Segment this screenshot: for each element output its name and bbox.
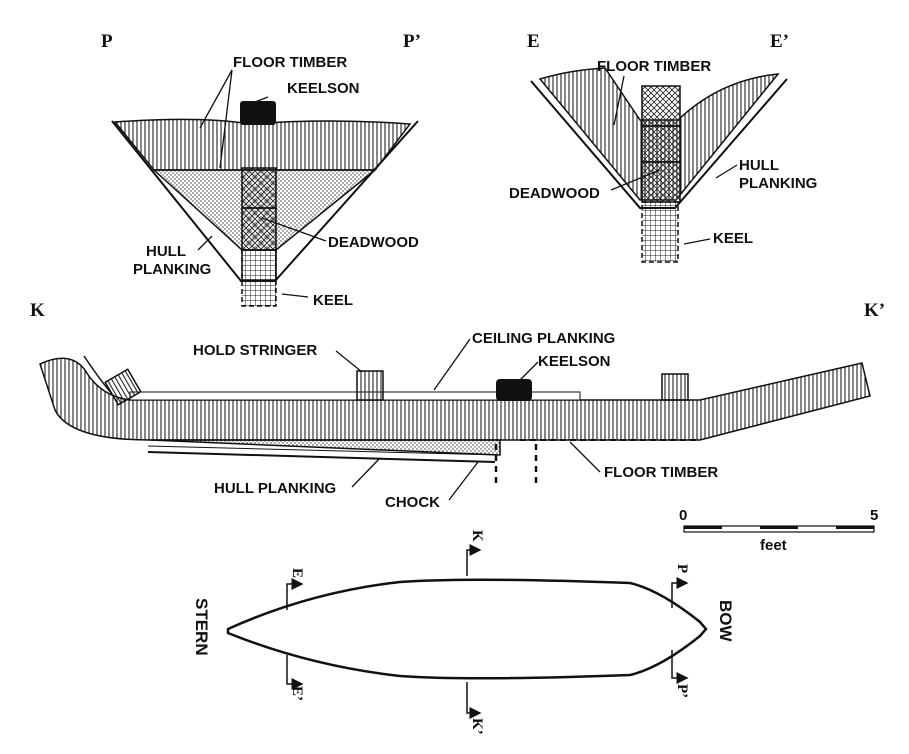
k-hull-planking-label: HULL PLANKING	[214, 480, 336, 497]
hull-plan-outline	[226, 578, 708, 680]
plan-cut-k: K	[469, 530, 485, 542]
e-hull-planking-label-1: HULL	[739, 157, 779, 174]
section-k-right-label: K’	[864, 300, 885, 321]
p-deadwood-label: DEADWOOD	[328, 234, 419, 251]
p-keel	[241, 249, 277, 307]
e-deadwood-2	[641, 125, 681, 163]
plan-cut-e: E	[289, 568, 305, 578]
plan-bow-label: BOW	[716, 600, 735, 643]
k-floor-timber-label: FLOOR TIMBER	[604, 464, 718, 481]
p-deadwood-upper	[241, 167, 277, 209]
plan-view: E E’ K K’ P P’ STERN BOW	[192, 530, 735, 735]
e-keel	[641, 201, 679, 263]
scale-start-label: 0	[679, 507, 687, 524]
section-e: E E’ FLOOR TIMBER HULL PLANKING DEADWOOD…	[509, 31, 817, 263]
k-hull-planking	[147, 451, 496, 463]
scale-end-label: 5	[870, 507, 878, 524]
e-keel-label: KEEL	[713, 230, 753, 247]
k-ceiling-planking-label: CEILING PLANKING	[472, 330, 615, 347]
plan-cut-p2: P’	[674, 684, 690, 698]
scale-unit-label: feet	[760, 537, 787, 554]
p-keelson-label: KEELSON	[287, 80, 360, 97]
p-keelson	[240, 101, 276, 125]
e-deadwood-label: DEADWOOD	[509, 185, 600, 202]
e-deadwood-1	[641, 85, 681, 127]
section-p: P P’ FLOOR TIMBER KEELSON DEADWOOD HULL …	[101, 31, 421, 309]
e-floor-timber-label: FLOOR TIMBER	[597, 58, 711, 75]
scale-bar: 0 5 feet	[679, 507, 878, 554]
p-hull-planking-label-2: PLANKING	[133, 261, 211, 278]
p-floor-timber-label: FLOOR TIMBER	[233, 54, 347, 71]
section-k: K K’ HOLD STRINGER CEILING PLANKING KEEL…	[30, 300, 885, 511]
section-p-right-label: P’	[403, 31, 421, 52]
plan-cut-e2: E’	[289, 686, 305, 701]
section-e-left-label: E	[527, 31, 540, 52]
plan-stern-label: STERN	[192, 598, 211, 656]
plan-cut-p: P	[674, 564, 690, 573]
e-hull-planking-label-2: PLANKING	[739, 175, 817, 192]
k-hold-stringer-label: HOLD STRINGER	[193, 342, 317, 359]
k-chock	[149, 439, 501, 456]
section-p-left-label: P	[101, 31, 113, 52]
k-chock-label: CHOCK	[385, 494, 440, 511]
p-deadwood-lower	[241, 207, 277, 251]
p-hull-planking-label-1: HULL	[146, 243, 186, 260]
e-deadwood-3	[641, 161, 681, 203]
p-floor-timber	[113, 118, 412, 171]
section-k-left-label: K	[30, 300, 45, 321]
plan-cut-k2: K’	[469, 718, 485, 735]
k-keelson-label: KEELSON	[538, 353, 611, 370]
k-hold-stringer-bow	[661, 373, 689, 401]
section-e-right-label: E’	[770, 31, 789, 52]
k-keelson	[496, 379, 532, 401]
p-keel-label: KEEL	[313, 292, 353, 309]
k-hold-stringer	[356, 370, 384, 401]
